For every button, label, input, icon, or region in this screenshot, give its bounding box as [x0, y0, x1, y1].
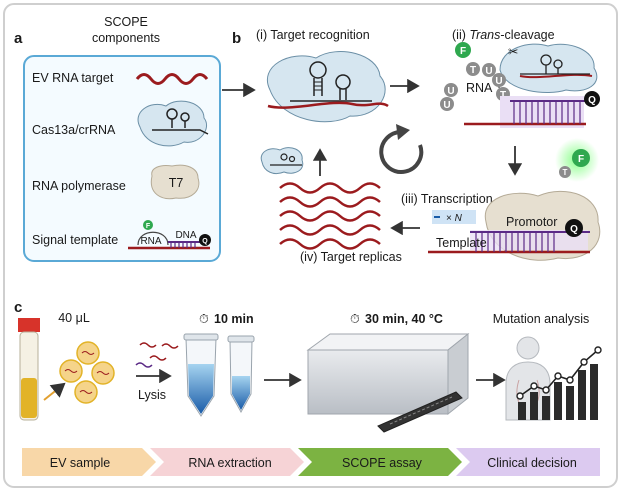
component-label-cas13a: Cas13a/crRNA — [32, 123, 116, 137]
t7-transcription-complex — [428, 190, 601, 261]
signal-template-duplex — [464, 91, 600, 128]
small-cas13a-icon — [260, 147, 304, 175]
rna-chain-label: RNA — [466, 81, 493, 95]
step-target-recognition: (i) Target recognition — [256, 28, 370, 42]
ev-sample-tube-icon — [18, 318, 40, 421]
transcription-q-glyph: Q — [570, 224, 578, 235]
scissors-icon: ✂ — [508, 45, 519, 59]
free-nucleotide-icon — [559, 166, 571, 178]
template-dna-label: DNA — [175, 230, 196, 241]
released-rna-icon — [135, 342, 179, 368]
stopwatch-icon-2: ⏱ — [350, 312, 360, 326]
mutation-bar-chart-icon — [518, 364, 598, 420]
nucleotide-5: U — [495, 76, 502, 87]
cycle-arrow-icon — [379, 129, 424, 174]
stage-label-rna-extraction: RNA extraction — [188, 456, 271, 470]
fluorophore-f-glyph: F — [460, 46, 466, 57]
sample-to-ev-arrow — [43, 382, 66, 401]
template-f-glyph: F — [146, 223, 151, 230]
cas13a-icon — [137, 100, 209, 147]
nucleotide-6: T — [500, 90, 506, 101]
template-label: Template — [436, 236, 487, 250]
panel-a-title-line2: components — [92, 31, 160, 45]
stage-clinical-decision — [456, 448, 600, 476]
t7-label: T7 — [169, 176, 184, 190]
nucleotide-4: U — [485, 66, 492, 77]
stage-label-clinical-decision: Clinical decision — [487, 456, 577, 470]
free-nucleotide-glyph: T — [563, 168, 568, 177]
extracellular-vesicles-icon — [59, 341, 115, 404]
time-30-min: 30 min, 40 °C — [365, 312, 443, 326]
times-n-label: × N — [446, 213, 463, 224]
lysis-label: Lysis — [138, 388, 166, 402]
template-q-glyph: Q — [202, 238, 208, 245]
times-n-badge — [432, 210, 476, 224]
nucleotide-3: T — [470, 65, 476, 76]
scope-assay-device-icon — [306, 332, 470, 433]
trans-cleavage-complex — [496, 43, 598, 101]
target-replicas-waves — [279, 182, 381, 250]
step-target-replicas: (iv) Target replicas — [300, 250, 402, 264]
panel-b-letter: b — [232, 30, 241, 47]
ev-rna-wave-icon — [135, 73, 209, 85]
free-fluorophore-icon — [572, 149, 590, 167]
template-rna-label: RNA — [140, 236, 161, 247]
step-trans-cleavage: (ii) Trans-cleavage — [452, 28, 555, 42]
stage-rna-extraction — [150, 448, 304, 476]
extraction-tubes-icon — [183, 333, 255, 417]
component-label-ev-rna: EV RNA target — [32, 71, 114, 85]
free-fluorophore-glyph: F — [578, 154, 584, 165]
panel-a-title-line1: SCOPE — [104, 15, 148, 29]
stage-scope-assay — [298, 448, 462, 476]
trend-points-icon — [516, 346, 602, 400]
signal-template-icon — [128, 220, 211, 250]
cas13a-target-complex — [267, 51, 389, 123]
component-label-signal-template: Signal template — [32, 233, 118, 247]
nucleotide-1: U — [443, 100, 450, 111]
volume-label: 40 μL — [58, 311, 90, 325]
stage-label-ev-sample: EV sample — [50, 456, 110, 470]
quencher-q-glyph: Q — [588, 95, 596, 106]
panel-c-letter: c — [14, 299, 22, 316]
nucleotide-2: U — [447, 86, 454, 97]
cycle-arrowhead — [396, 124, 410, 140]
t7-polymerase-icon — [150, 164, 200, 200]
stage-ev-sample — [22, 448, 156, 476]
component-label-rna-polymerase: RNA polymerase — [32, 179, 126, 193]
stage-label-scope-assay: SCOPE assay — [342, 456, 423, 470]
time-10-min: 10 min — [214, 312, 254, 326]
mutation-analysis-label: Mutation analysis — [493, 312, 590, 326]
promotor-label: Promotor — [506, 215, 557, 229]
panel-a-letter: a — [14, 30, 23, 47]
stopwatch-icon-1: ⏱ — [199, 312, 209, 326]
fluorophore-f-icon — [455, 42, 471, 58]
step-transcription: (iii) Transcription — [401, 192, 493, 206]
